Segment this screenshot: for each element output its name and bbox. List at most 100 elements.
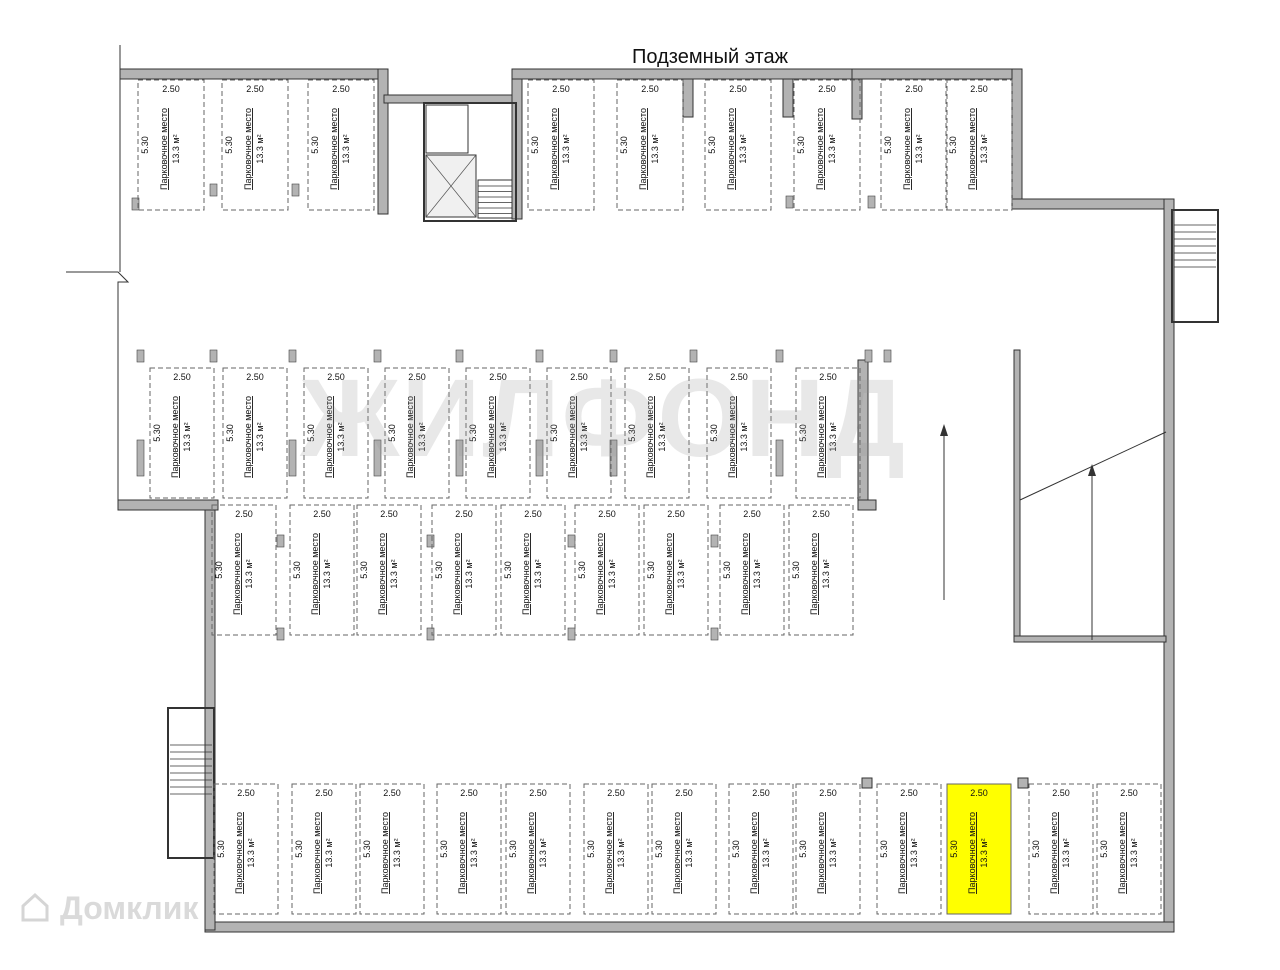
space-area-label: 13.3 м² [914,134,924,163]
wall [383,94,519,104]
space-name-label: Парковочное место [380,812,390,894]
space-length-label: 5.30 [586,840,596,858]
space-area-label: 13.3 м² [821,559,831,588]
space-width-label: 2.50 [730,372,748,382]
brand-logo: Домклик [60,890,199,926]
space-outline [137,79,205,211]
space-width-label: 2.50 [246,372,264,382]
column-marker [136,439,145,477]
column-marker [209,183,218,197]
wall [1011,68,1023,206]
column-marker [609,349,618,363]
column-marker [288,349,297,363]
space-width-label: 2.50 [552,84,570,94]
space-name-label: Парковочное место [749,812,759,894]
space-length-label: 5.30 [1099,840,1109,858]
space-length-label: 5.30 [306,424,316,442]
space-outline [505,783,571,915]
space-outline [651,783,717,915]
space-width-label: 2.50 [607,788,625,798]
space-width-label: 2.50 [1120,788,1138,798]
space-width-label: 2.50 [380,509,398,519]
space-outline [359,783,425,915]
space-area-label: 13.3 м² [324,838,334,867]
space-outline [384,367,450,499]
space-length-label: 5.30 [140,136,150,154]
space-name-label: Парковочное место [645,396,655,478]
space-length-label: 5.30 [948,136,958,154]
space-outline [876,783,942,915]
elevator-room [425,104,469,154]
space-width-label: 2.50 [460,788,478,798]
space-name-label: Парковочное место [740,533,750,615]
space-width-label: 2.50 [489,372,507,382]
space-name-label: Парковочное место [809,533,819,615]
space-name-label: Парковочное место [486,396,496,478]
space-name-label: Парковочное место [1117,812,1127,894]
space-outline [546,367,612,499]
space-width-label: 2.50 [641,84,659,94]
space-name-label: Парковочное место [549,108,559,190]
space-outline [303,367,369,499]
column-marker [209,349,218,363]
space-length-label: 5.30 [646,561,656,579]
house-icon [21,892,49,922]
space-area-label: 13.3 м² [171,134,181,163]
space-length-label: 5.30 [152,424,162,442]
space-name-label: Парковочное место [310,533,320,615]
space-area-label: 13.3 м² [341,134,351,163]
space-length-label: 5.30 [216,840,226,858]
column-marker [288,439,297,477]
space-name-label: Парковочное место [897,812,907,894]
space-area-label: 13.3 м² [392,838,402,867]
column-marker [867,195,876,209]
space-outline [527,79,595,211]
break-line [66,271,130,500]
space-name-label: Парковочное место [405,396,415,478]
ramp-line [1019,431,1167,501]
space-outline [793,79,861,211]
space-width-label: 2.50 [598,509,616,519]
space-width-label: 2.50 [812,509,830,519]
space-outline [289,504,355,636]
space-width-label: 2.50 [524,509,542,519]
space-outline [307,79,375,211]
space-outline [149,367,215,499]
space-length-label: 5.30 [508,840,518,858]
space-name-label: Парковочное место [329,108,339,190]
space-area-label: 13.3 м² [909,838,919,867]
space-width-label: 2.50 [743,509,761,519]
space-area-label: 13.3 м² [498,422,508,451]
space-outline [728,783,794,915]
space-outline [291,783,357,915]
column-marker [864,349,873,363]
space-area-label: 13.3 м² [538,838,548,867]
space-area-label: 13.3 м² [469,838,479,867]
space-name-label: Парковочное место [324,396,334,478]
space-length-label: 5.30 [791,561,801,579]
space-area-label: 13.3 м² [417,422,427,451]
column-marker [373,439,382,477]
space-name-label: Парковочное место [234,812,244,894]
space-length-label: 5.30 [798,840,808,858]
space-name-label: Парковочное место [664,533,674,615]
column-marker [276,534,285,548]
space-width-label: 2.50 [455,509,473,519]
wall [857,499,877,511]
